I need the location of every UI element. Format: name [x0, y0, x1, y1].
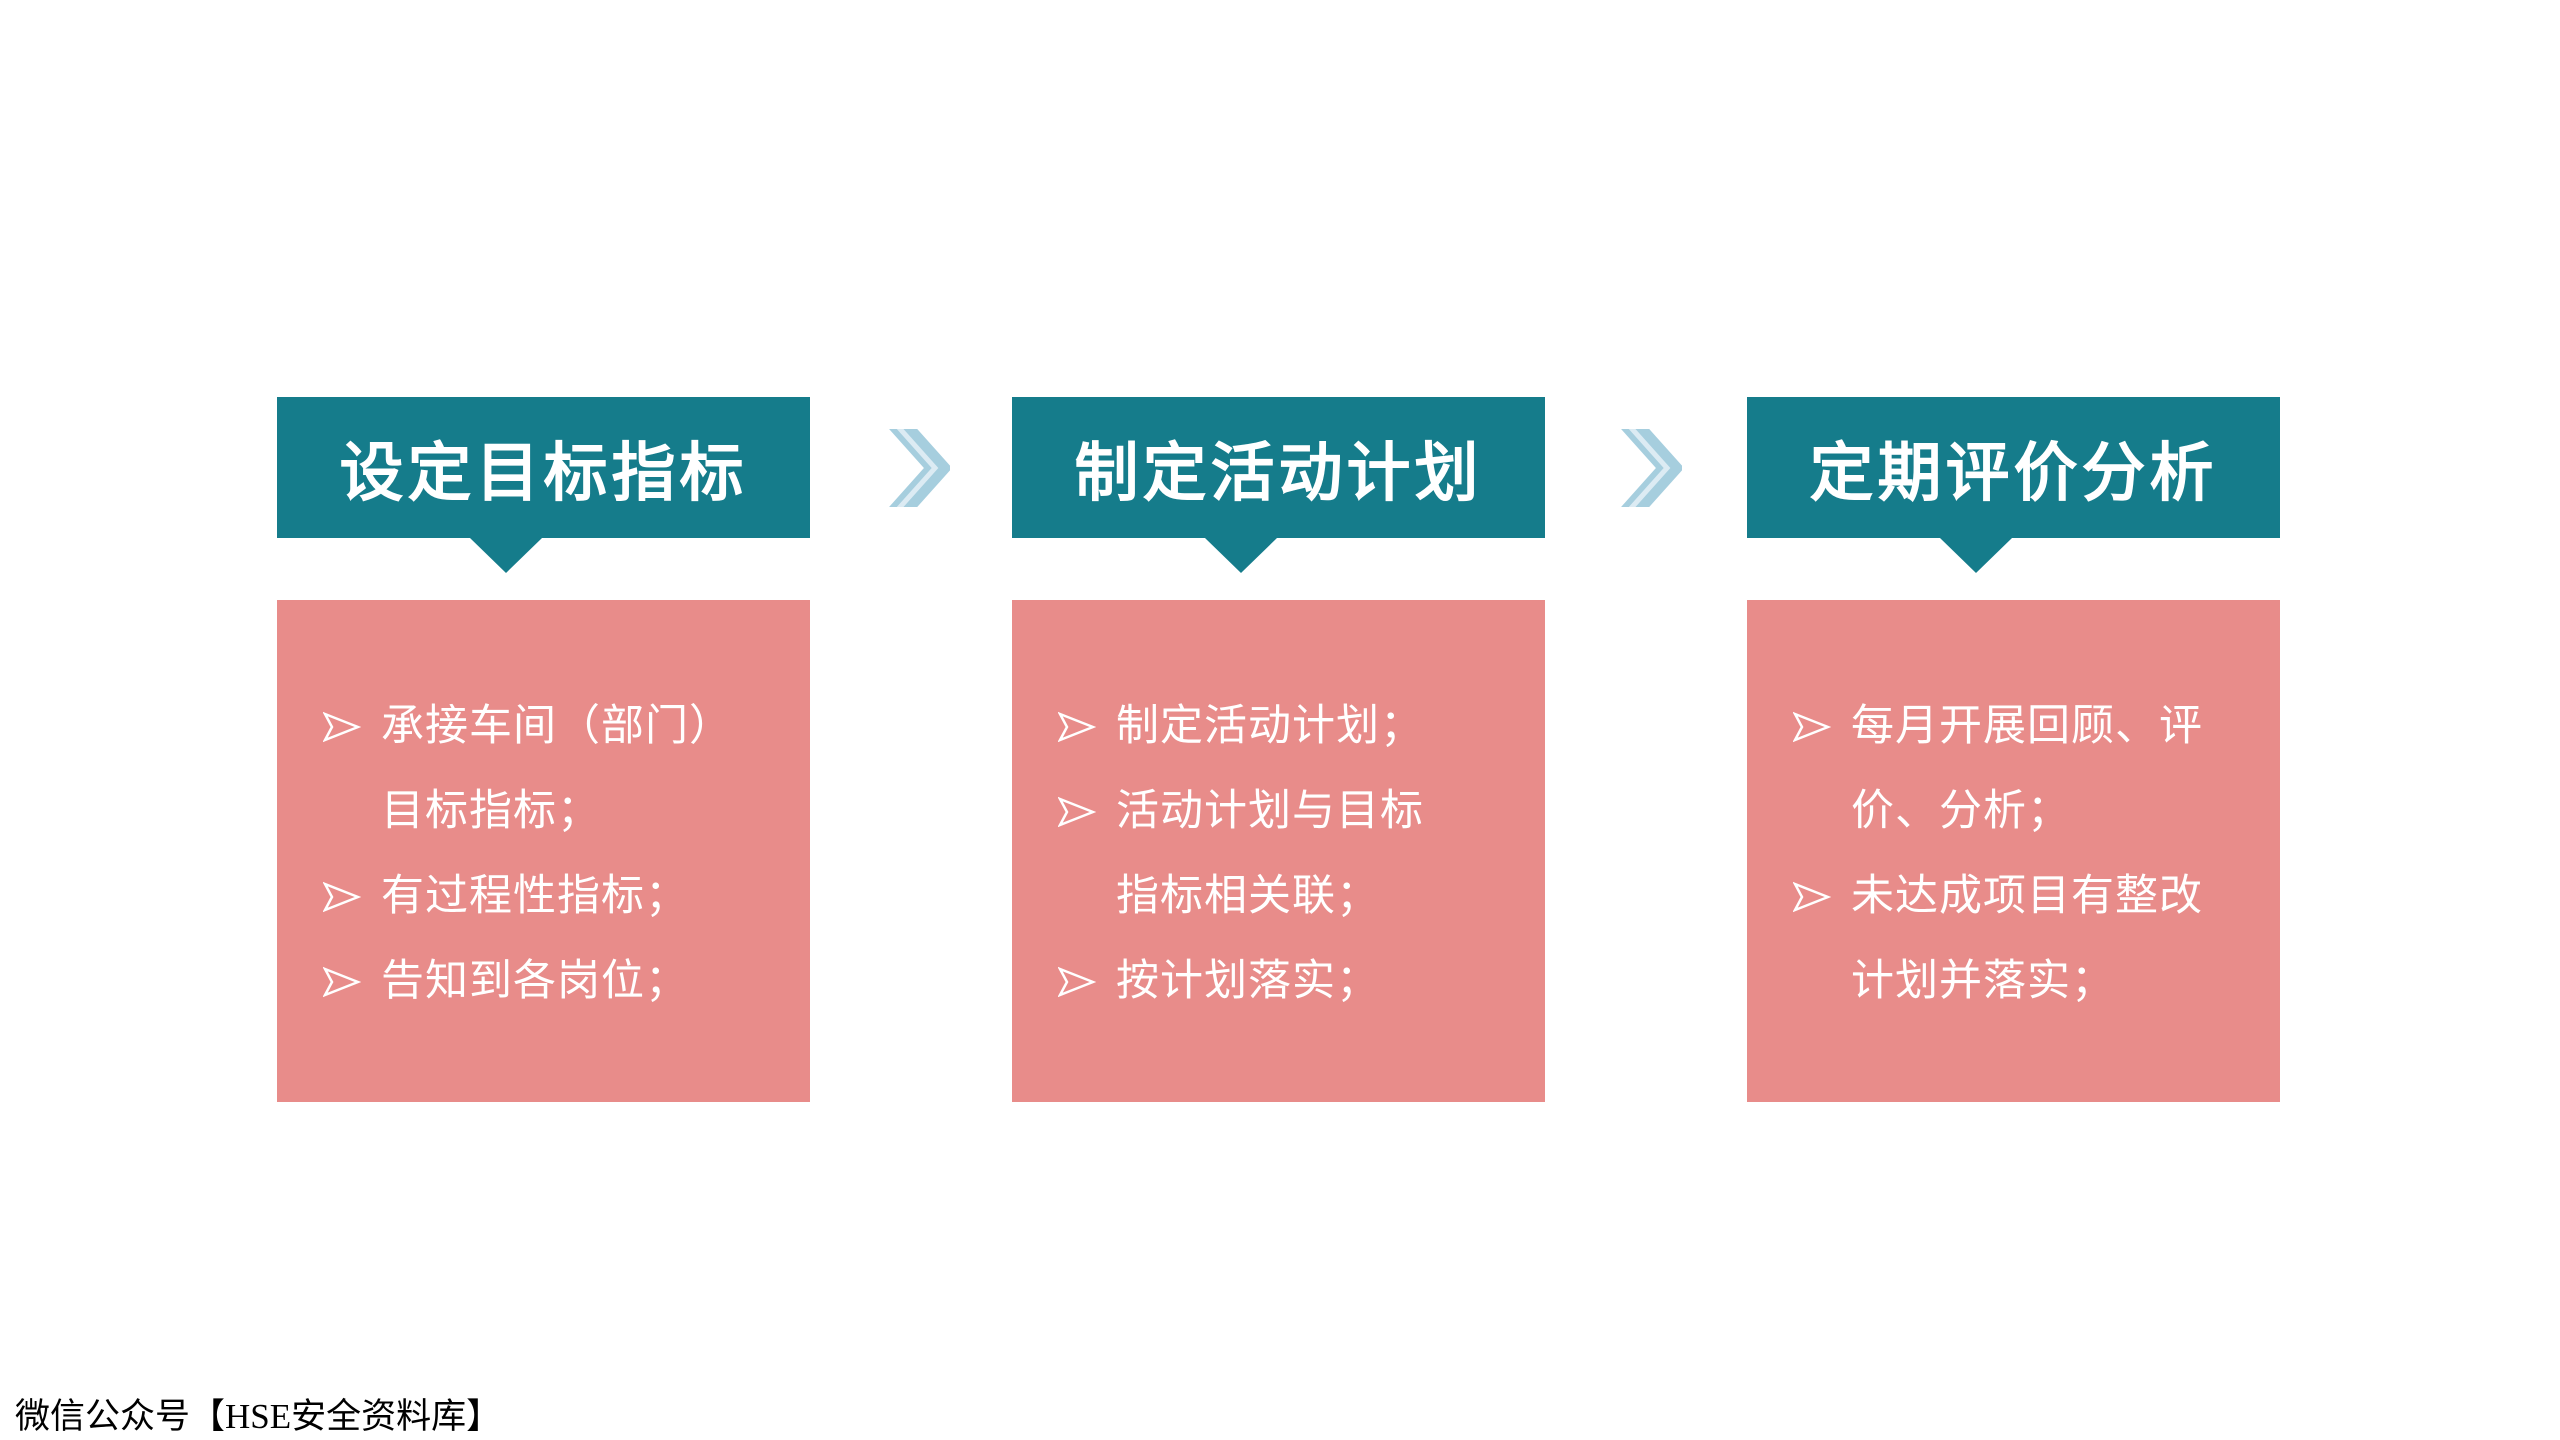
- step-column-3: 定期评价分析 每月开展回顾、评 价、分析； 未达成项目有整改 计划并落实；: [1747, 0, 2280, 1440]
- bullet-text: 按计划落实；: [1116, 957, 1380, 1005]
- arrowhead-bullet-icon: [1058, 711, 1096, 743]
- arrowhead-bullet-icon: [323, 711, 361, 743]
- step-3-header: 定期评价分析: [1747, 397, 2280, 538]
- arrowhead-bullet-icon: [1058, 966, 1096, 998]
- chevron-right-icon: [1621, 429, 1682, 507]
- arrowhead-bullet-icon: [323, 966, 361, 998]
- bullet-text: 活动计划与目标 指标相关联；: [1116, 787, 1424, 920]
- list-item: 未达成项目有整改 计划并落实；: [1793, 854, 2250, 1024]
- list-item: 按计划落实；: [1058, 939, 1515, 1024]
- arrowhead-bullet-icon: [1793, 881, 1831, 913]
- list-item: 承接车间（部门） 目标指标；: [323, 684, 780, 854]
- step-2-detail-box: 制定活动计划； 活动计划与目标 指标相关联； 按计划落实；: [1012, 600, 1545, 1102]
- step-2-header: 制定活动计划: [1012, 397, 1545, 538]
- list-item: 每月开展回顾、评 价、分析；: [1793, 684, 2250, 854]
- bullet-text: 承接车间（部门） 目标指标；: [381, 702, 733, 835]
- step-1-title: 设定目标指标: [339, 436, 748, 509]
- list-item: 活动计划与目标 指标相关联；: [1058, 769, 1515, 939]
- arrowhead-bullet-icon: [323, 881, 361, 913]
- step-2-header-pointer: [1205, 538, 1277, 573]
- arrowhead-bullet-icon: [1058, 796, 1096, 828]
- wechat-watermark: 微信公众号【HSE安全资料库】: [15, 1397, 502, 1436]
- bullet-text: 每月开展回顾、评 价、分析；: [1851, 702, 2203, 835]
- step-3-detail-box: 每月开展回顾、评 价、分析； 未达成项目有整改 计划并落实；: [1747, 600, 2280, 1102]
- step-2-title: 制定活动计划: [1074, 436, 1483, 509]
- step-1-header-pointer: [470, 538, 542, 573]
- list-item: 告知到各岗位；: [323, 939, 780, 1024]
- chevron-right-icon: [889, 429, 950, 507]
- bullet-text: 制定活动计划；: [1116, 702, 1424, 750]
- step-3-title: 定期评价分析: [1809, 436, 2218, 509]
- step-column-2: 制定活动计划 制定活动计划； 活动计划与目标 指标相关联； 按计划落实；: [1012, 0, 1545, 1440]
- bullet-text: 有过程性指标；: [381, 872, 689, 920]
- arrowhead-bullet-icon: [1793, 711, 1831, 743]
- list-item: 有过程性指标；: [323, 854, 780, 939]
- step-column-1: 设定目标指标 承接车间（部门） 目标指标； 有过程性指标； 告知到各岗位；: [277, 0, 810, 1440]
- bullet-text: 未达成项目有整改 计划并落实；: [1851, 872, 2203, 1005]
- step-3-header-pointer: [1940, 538, 2012, 573]
- bullet-text: 告知到各岗位；: [381, 957, 689, 1005]
- step-1-header: 设定目标指标: [277, 397, 810, 538]
- list-item: 制定活动计划；: [1058, 684, 1515, 769]
- step-1-detail-box: 承接车间（部门） 目标指标； 有过程性指标； 告知到各岗位；: [277, 600, 810, 1102]
